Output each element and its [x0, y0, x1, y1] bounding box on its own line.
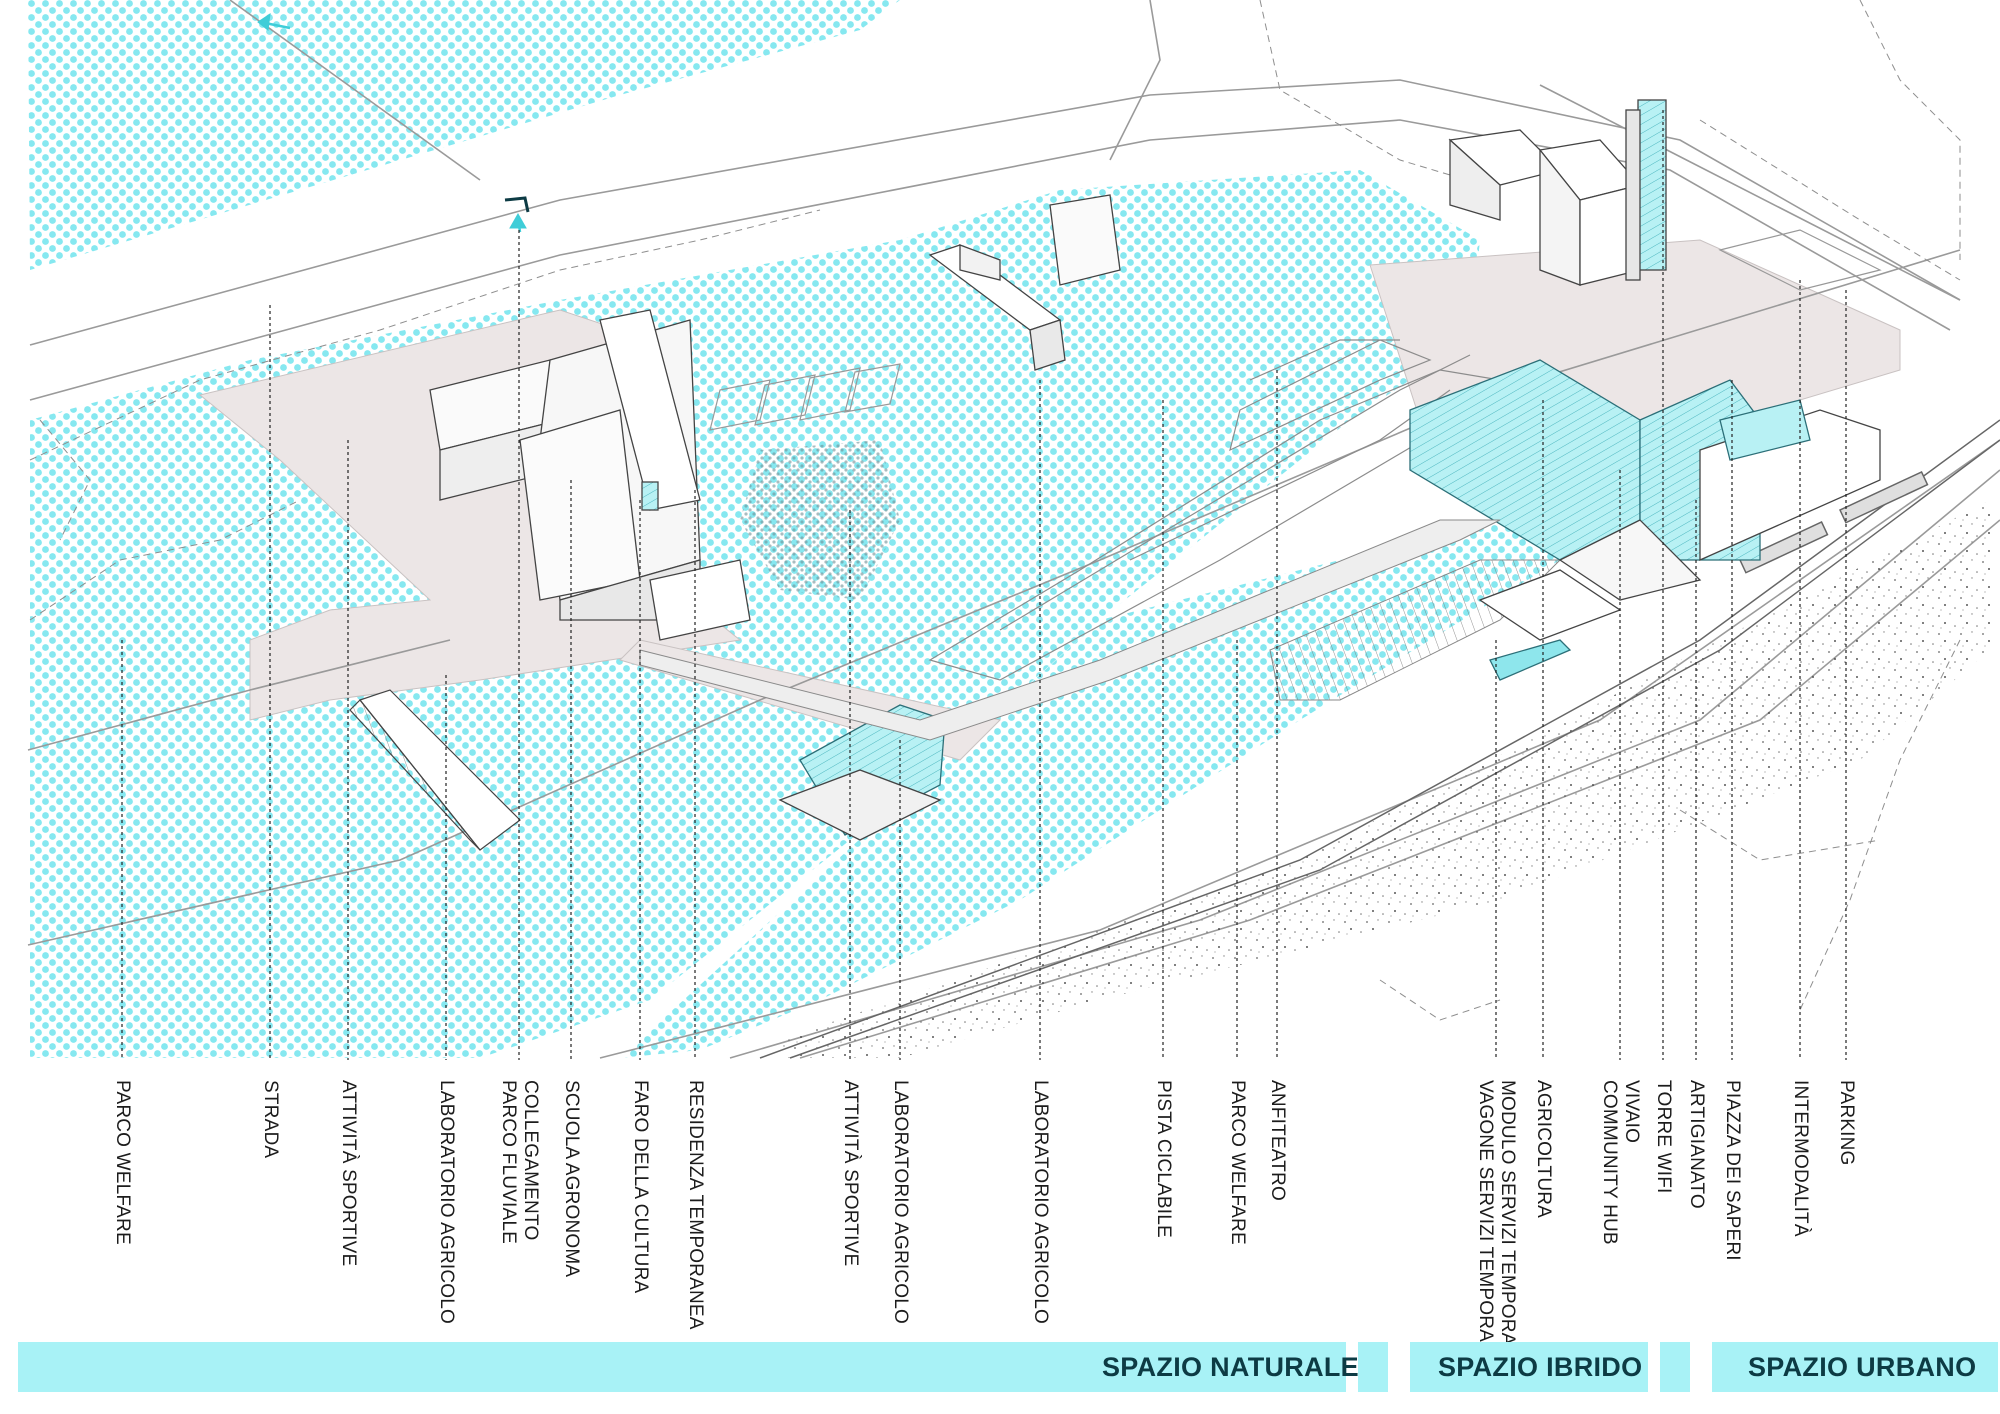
- label-row: PARCO WELFARE STRADA ATTIVITÀ SPORTIVE LABO…: [0, 1080, 2000, 1378]
- label-parking: PARKING: [1836, 1080, 1857, 1166]
- label-scuola-agronoma: SCUOLA AGRONOMA: [561, 1080, 582, 1278]
- label-modulo-vagone: MODULO SERVIZI TEMPORANEI VAGONE SERVIZI…: [1475, 1080, 1518, 1378]
- label-intermodalita: INTERMODALITÀ: [1790, 1080, 1811, 1237]
- greenhouse: [349, 689, 521, 851]
- band-gap-1: [1358, 1342, 1388, 1392]
- flow-arrows: [257, 12, 530, 233]
- church: [1448, 99, 1667, 286]
- label-torre-wifi: TORRE WIFI: [1653, 1080, 1674, 1194]
- label-piazza-dei-saperi: PIAZZA DEI SAPERI: [1722, 1080, 1743, 1261]
- label-vivaio-community: VIVAIO COMMUNITY HUB: [1599, 1080, 1642, 1245]
- label-strada: STRADA: [260, 1080, 281, 1159]
- band-spazio-ibrido: SPAZIO IBRIDO: [1438, 1352, 1643, 1382]
- parking-slots: [709, 229, 1882, 431]
- rail-embankment: [780, 500, 1990, 1058]
- label-parco-welfare-2: PARCO WELFARE: [1227, 1080, 1248, 1245]
- band-spazio-urbano: SPAZIO URBANO: [1748, 1352, 1977, 1382]
- label-attivita-sportive-2: ATTIVITÀ SPORTIVE: [840, 1080, 861, 1267]
- label-anfiteatro: ANFITEATRO: [1267, 1080, 1288, 1201]
- band-naturale-bar: [18, 1342, 1346, 1392]
- station-complex: [1409, 359, 1881, 681]
- label-pista-ciclabile: PISTA CICLABILE: [1153, 1080, 1174, 1238]
- scuola-agronoma-building: [429, 309, 751, 641]
- pista-ciclabile-path: [639, 519, 1501, 741]
- label-parco-welfare-1: PARCO WELFARE: [112, 1080, 133, 1245]
- contour-lines: [29, 0, 1961, 1021]
- railway: [759, 419, 2000, 1059]
- label-agricoltura: AGRICOLTURA: [1533, 1080, 1554, 1219]
- label-residenza-temporanea: RESIDENZA TEMPORANEA: [685, 1080, 706, 1330]
- label-laboratorio-agricolo-2: LABORATORIO AGRICOLO: [890, 1080, 911, 1325]
- label-artigianato: ARTIGIANATO: [1686, 1080, 1707, 1209]
- band-gap-2: [1660, 1342, 1690, 1392]
- label-faro-della-cultura: FARO DELLA CULTURA: [630, 1080, 651, 1294]
- band-ibrido-bar: [1410, 1342, 1648, 1392]
- band-spazio-naturale: SPAZIO NATURALE: [1102, 1352, 1359, 1382]
- label-collegamento-parco-fluviale: COLLEGAMENTO PARCO FLUVIALE: [498, 1080, 541, 1244]
- laboratorio-block: [928, 194, 1121, 371]
- agricultural-fields: [1269, 559, 1562, 701]
- label-attivita-sportive-1: ATTIVITÀ SPORTIVE: [338, 1080, 359, 1267]
- band-urbano-bar: [1712, 1342, 1998, 1392]
- site-axonometric-map: [27, 0, 2000, 1060]
- leader-lines: [121, 110, 1847, 1060]
- label-laboratorio-agricolo-1: LABORATORIO AGRICOLO: [436, 1080, 457, 1325]
- label-laboratorio-agricolo-3: LABORATORIO AGRICOLO: [1030, 1080, 1051, 1325]
